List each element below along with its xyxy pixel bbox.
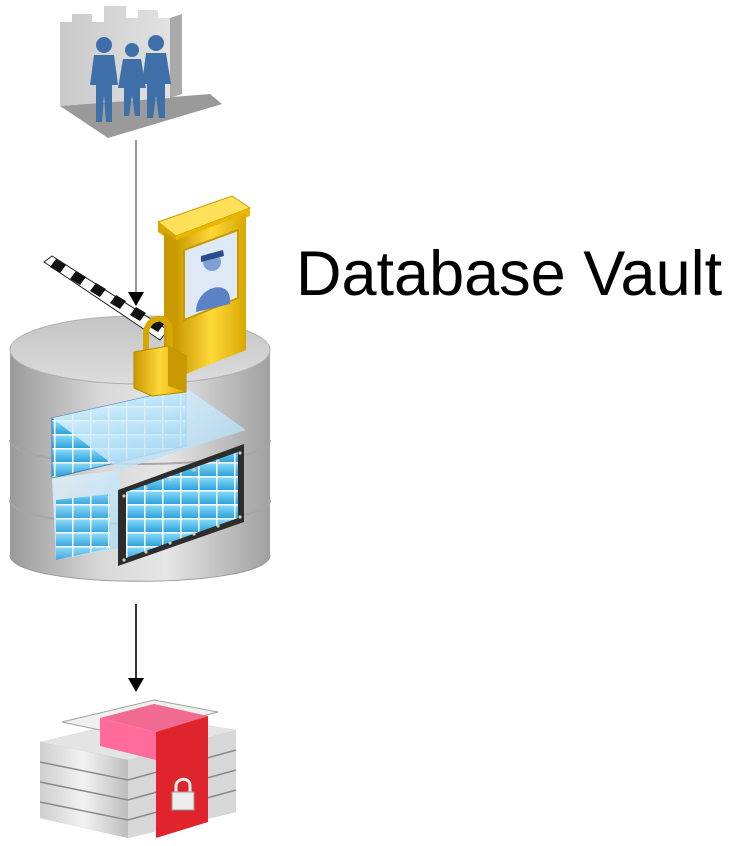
barrier-gate-icon bbox=[43, 255, 169, 341]
guard-person-icon bbox=[196, 250, 230, 312]
data-table-icon bbox=[51, 387, 246, 566]
users-group-icon bbox=[60, 6, 222, 138]
flow-arrow-top bbox=[128, 292, 144, 306]
diagram-title: Database Vault bbox=[296, 239, 723, 309]
padlock-icon bbox=[133, 315, 187, 397]
guard-booth-icon bbox=[156, 195, 252, 378]
encrypted-storage-icon bbox=[39, 699, 237, 838]
flow-arrow-bottom bbox=[128, 678, 144, 692]
